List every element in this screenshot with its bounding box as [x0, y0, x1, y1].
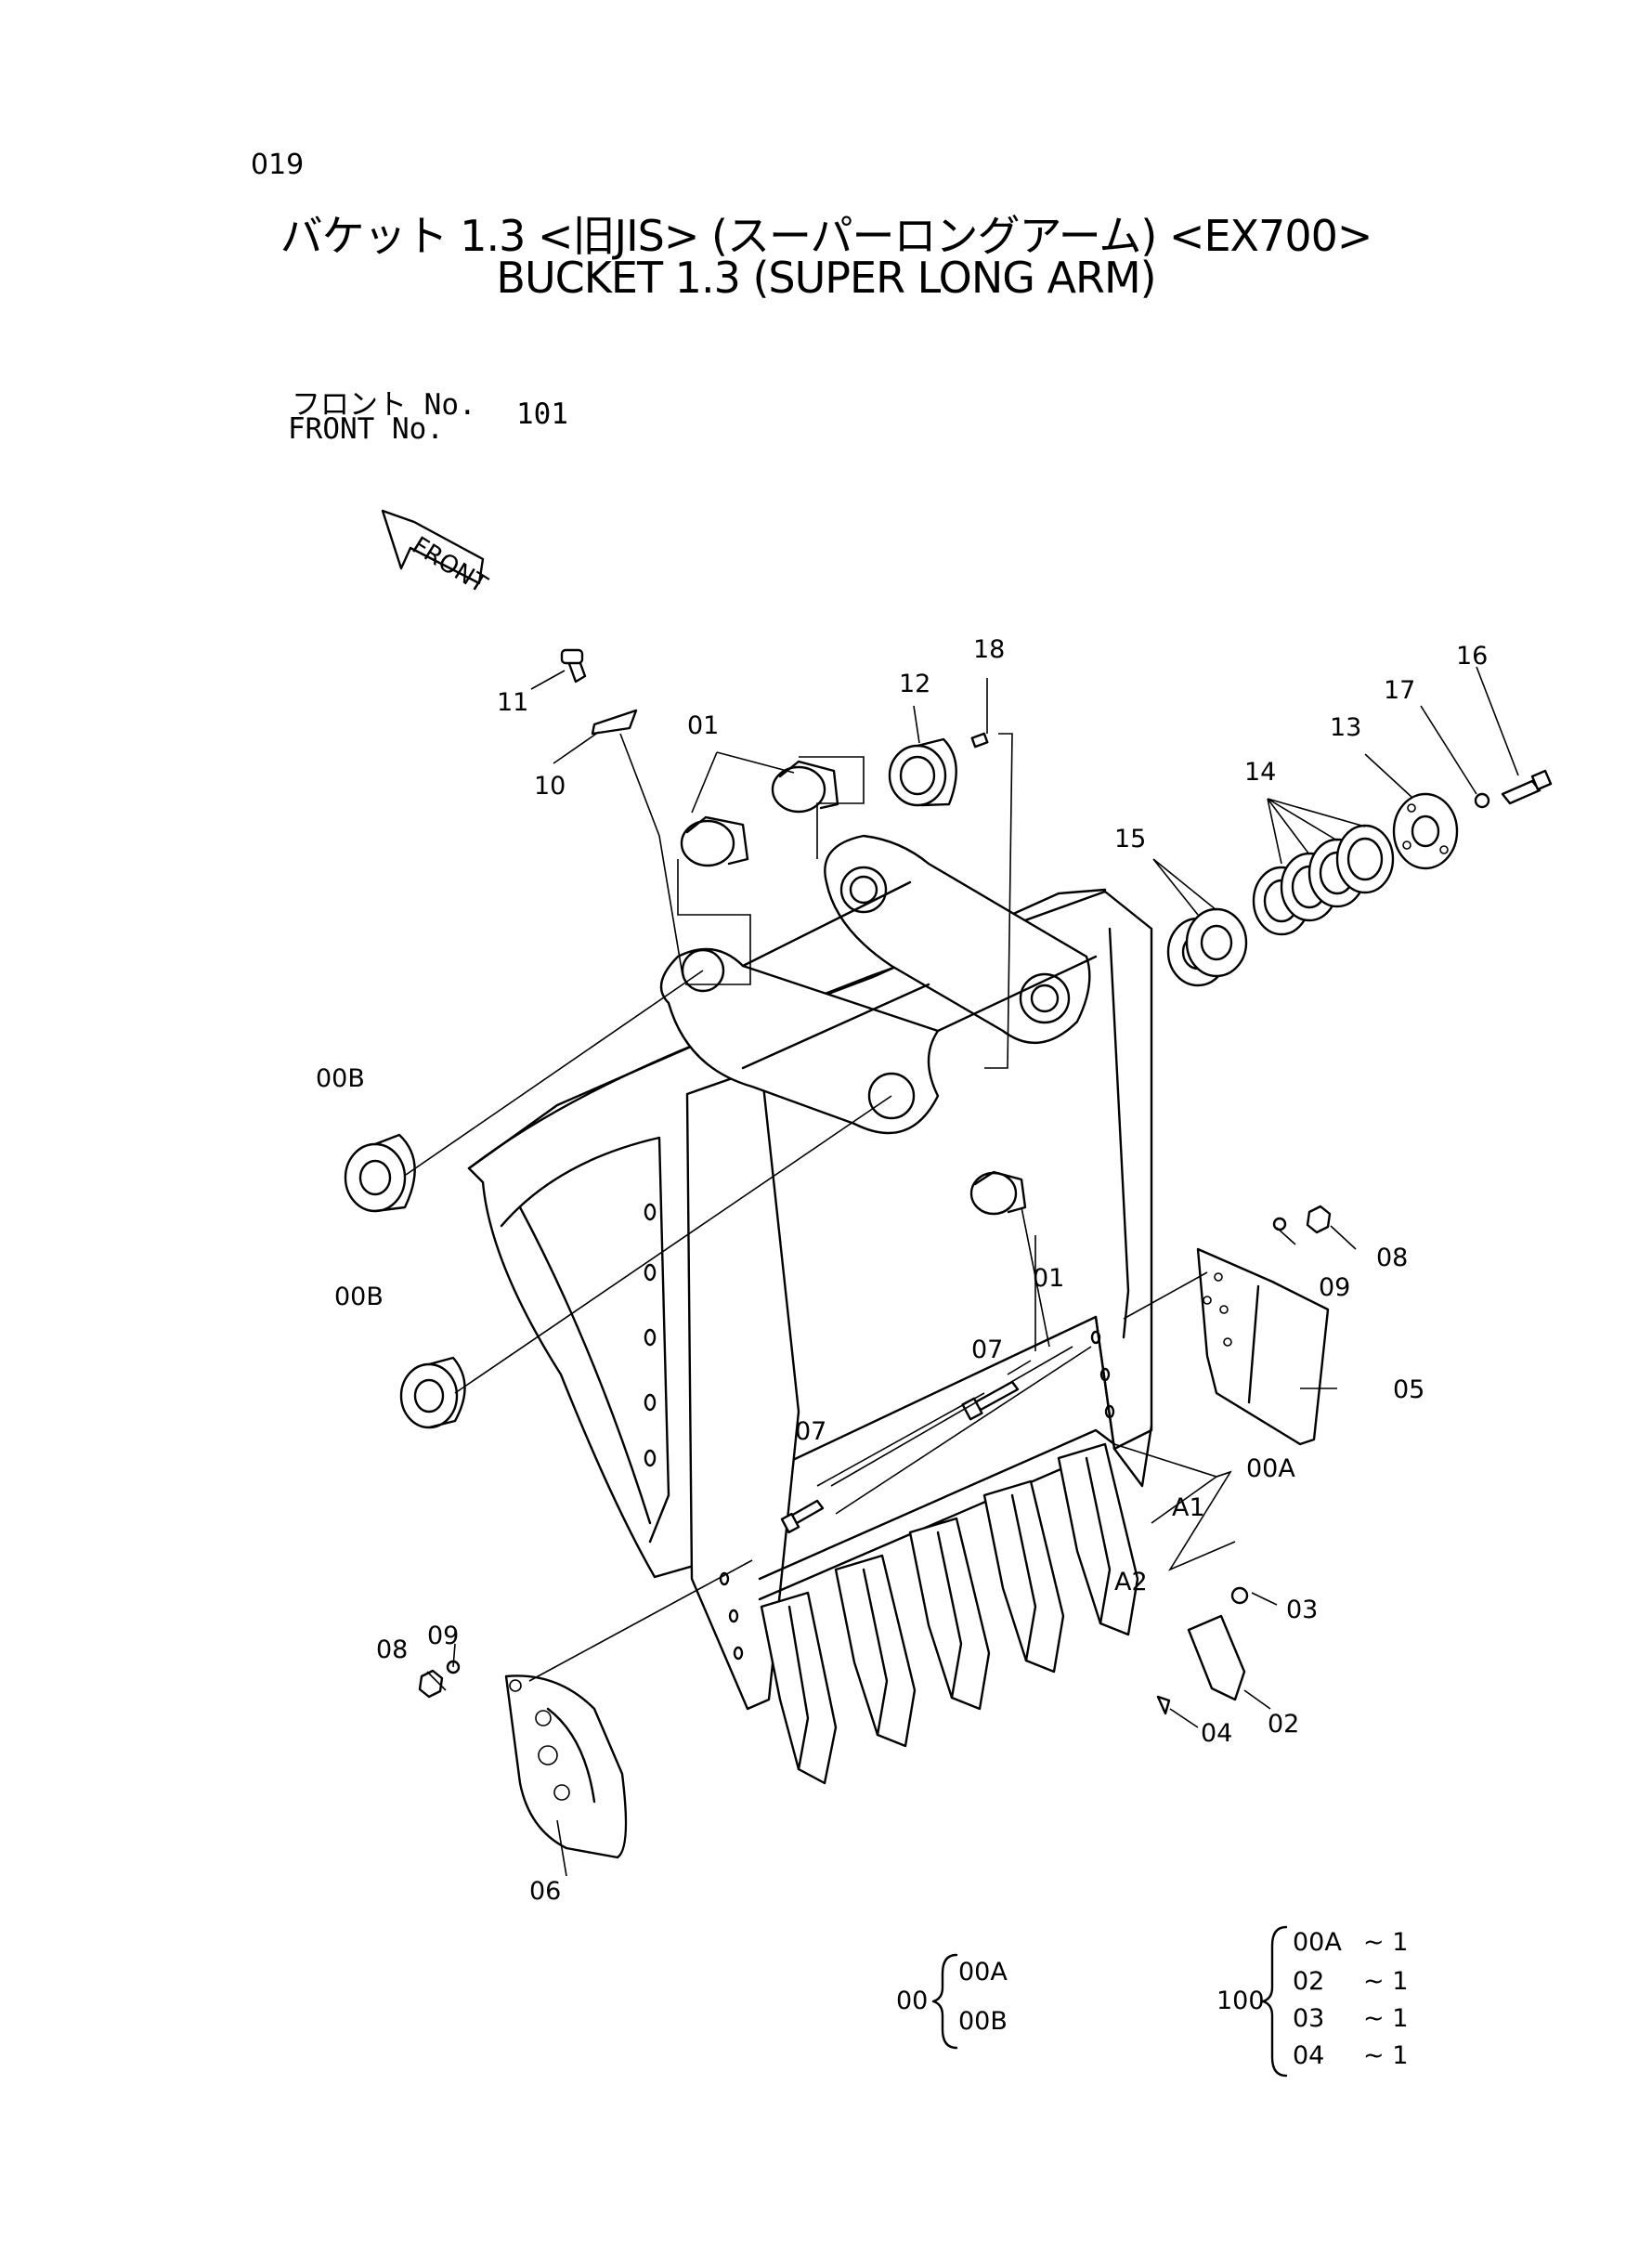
label-13: 13: [1330, 713, 1361, 742]
assembly-100-qty-2: ~ 1: [1363, 1967, 1408, 1996]
label-17: 17: [1384, 676, 1415, 705]
label-07-left: 07: [795, 1417, 826, 1446]
bucket-teeth: [760, 1442, 1139, 1785]
shim-stack: [1166, 907, 1248, 987]
front-arrow-icon: FRONT: [381, 509, 492, 599]
label-09-left: 09: [427, 1622, 459, 1650]
label-01-top: 01: [687, 711, 719, 740]
label-16: 16: [1456, 642, 1488, 671]
label-06: 06: [529, 1877, 561, 1906]
front-number: 101: [516, 397, 568, 431]
label-00b-top: 00B: [316, 1064, 365, 1093]
assembly-100-part-3: 03: [1293, 2004, 1324, 2033]
label-12: 12: [899, 670, 930, 698]
spring-stack: [1252, 824, 1395, 936]
assembly-100-part-2: 02: [1293, 1967, 1324, 1996]
side-cutter-right: [1196, 1247, 1330, 1446]
leader-lines: [405, 666, 1519, 1877]
side-cutter-left: [504, 1674, 628, 1859]
bucket-body: [467, 834, 1153, 1711]
assembly-100-qty-1: ~ 1: [1363, 1928, 1408, 1957]
label-07-right: 07: [971, 1335, 1003, 1364]
assembly-100-legend: 100 00A ~ 1 02 ~ 1 03 ~ 1 04 ~ 1: [1216, 1925, 1408, 2078]
label-05: 05: [1393, 1375, 1424, 1404]
label-08-right: 08: [1376, 1244, 1408, 1272]
label-14: 14: [1244, 758, 1276, 787]
label-11: 11: [497, 688, 528, 717]
assembly-100-qty-4: ~ 1: [1363, 2041, 1408, 2070]
assembly-00-item-2: 00B: [958, 2007, 1008, 2036]
label-15: 15: [1114, 825, 1146, 853]
assembly-00-legend: 00 00A 00B: [896, 1953, 1008, 2050]
label-09-right: 09: [1319, 1273, 1350, 1302]
label-01-bottom: 01: [1033, 1264, 1064, 1293]
label-03: 03: [1286, 1596, 1318, 1624]
assembly-100-part-1: 00A: [1293, 1928, 1342, 1957]
end-plate: [1392, 769, 1553, 870]
pin-cap: [888, 732, 989, 807]
title-english: BUCKET 1.3 (SUPER LONG ARM): [496, 253, 1156, 303]
page-number: 019: [251, 149, 305, 181]
label-a2: A2: [1114, 1568, 1148, 1596]
assembly-100-qty-3: ~ 1: [1363, 2004, 1408, 2033]
front-label-japanese: フロント No.: [292, 388, 476, 422]
assembly-100-part-4: 04: [1293, 2041, 1324, 2070]
part-labels: 11 10 01 12 18 16 17 13 14 15 00B 00B 01…: [316, 635, 1488, 1906]
assembly-00-item-1: 00A: [958, 1958, 1008, 1987]
label-02: 02: [1268, 1710, 1299, 1739]
label-00a: 00A: [1246, 1454, 1295, 1483]
label-00b-bottom: 00B: [334, 1283, 384, 1311]
tooth-point-detail: [1156, 1586, 1249, 1715]
bushings: [344, 760, 1027, 1429]
label-08-left: 08: [376, 1635, 408, 1664]
label-18: 18: [973, 635, 1005, 664]
label-a1: A1: [1172, 1493, 1205, 1522]
label-04: 04: [1201, 1719, 1232, 1748]
title-japanese: バケット 1.3 <旧JIS> (スーパーロングアーム) <EX700>: [280, 211, 1373, 261]
assembly-100-label: 100: [1216, 1987, 1265, 2015]
front-label-english: FRONT No.: [288, 412, 444, 446]
label-10: 10: [534, 772, 566, 801]
assembly-00-label: 00: [896, 1987, 928, 2015]
